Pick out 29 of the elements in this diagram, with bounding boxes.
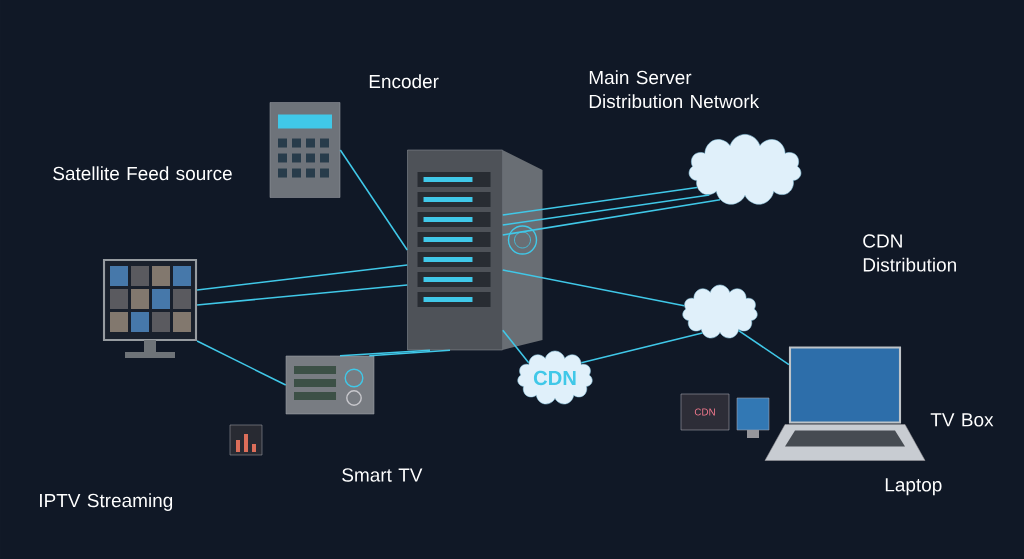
connector-line: [339, 149, 408, 251]
cloud: CDN: [517, 350, 593, 405]
connector-line: [502, 329, 530, 364]
cloud: [688, 134, 802, 205]
encoder-drawing: [269, 102, 341, 198]
monitor-drawing: [102, 258, 198, 358]
text-label: Main Server Distribution Network: [589, 70, 760, 109]
connector-line: [737, 329, 790, 366]
connector-line: [502, 269, 685, 307]
screens-drawing: CDN: [680, 393, 770, 438]
connector-line: [580, 332, 704, 364]
set-top-box-drawing: [285, 355, 375, 415]
connector-line: [502, 194, 711, 226]
connector-line: [502, 198, 721, 236]
text-label: Laptop: [885, 478, 942, 496]
text-label: Satellite Feed source: [53, 166, 232, 181]
text-label: IPTV Streaming: [40, 493, 173, 511]
text-label: Smart TV: [342, 468, 423, 482]
connector-line: [196, 264, 408, 291]
connector-line: [196, 340, 287, 386]
text-label: CDN Distribution: [863, 234, 956, 272]
connector-line: [502, 186, 698, 216]
cloud: [682, 284, 758, 339]
connector-line: [368, 349, 451, 357]
laptop-drawing: [764, 346, 926, 461]
server-rack-drawing: [407, 149, 543, 351]
connector-line: [196, 284, 408, 306]
text-label: Encoder: [369, 74, 439, 89]
connector-line: [339, 349, 431, 357]
